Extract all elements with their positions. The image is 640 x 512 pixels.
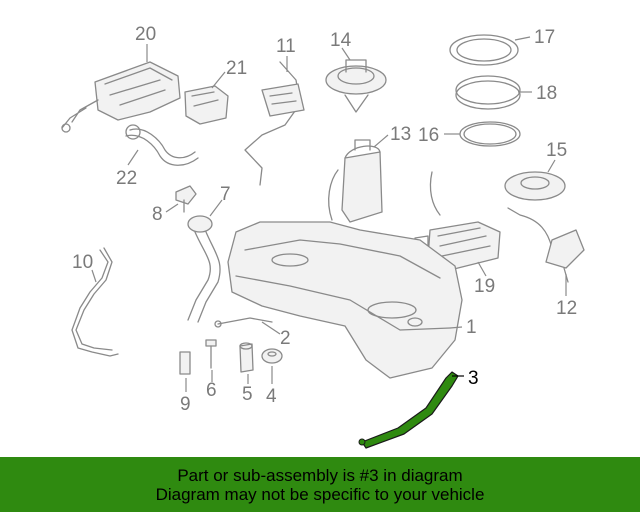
- part-4-grommet: [261, 348, 283, 364]
- part-2-strap: [214, 317, 273, 328]
- callout-3: 3: [468, 368, 479, 389]
- callout-16: 16: [418, 125, 439, 146]
- callout-10: 10: [72, 252, 93, 273]
- part-7-filler-neck: [187, 215, 221, 323]
- part-1-fuel-tank: [227, 221, 463, 379]
- callout-12: 12: [556, 298, 577, 319]
- callout-11: 11: [276, 36, 296, 57]
- part-13-pump-module: [328, 139, 383, 223]
- part-18-retainer: [455, 75, 521, 110]
- part-15-sender-flange: [504, 171, 566, 201]
- banner-line-2: Diagram may not be specific to your vehi…: [155, 484, 485, 504]
- callout-18: 18: [536, 83, 557, 104]
- part-11-bracket: [244, 61, 305, 186]
- callout-4: 4: [266, 386, 277, 407]
- part-16-seal: [459, 121, 521, 147]
- info-banner: Part or sub-assembly is #3 in diagram Di…: [0, 457, 640, 512]
- part-3-heat-shield: [358, 371, 459, 449]
- callout-15: 15: [546, 140, 567, 161]
- callout-9: 9: [180, 394, 191, 415]
- part-8-cap: [175, 185, 197, 213]
- callout-1: 1: [466, 317, 477, 338]
- part-9-pipe: [179, 351, 191, 375]
- callout-2: 2: [280, 328, 291, 349]
- part-14-flange: [325, 59, 387, 113]
- parts-diagram: 1 2 3 4 5 6 7 8 9 10 11 12 13 14 15 16 1…: [61, 24, 585, 449]
- callout-7: 7: [220, 184, 231, 205]
- callout-17: 17: [534, 27, 555, 48]
- callout-6: 6: [206, 380, 217, 401]
- part-10-vent-line: [71, 247, 119, 357]
- part-17-lock-ring: [449, 34, 519, 66]
- banner-line-1: Part or sub-assembly is #3 in diagram: [177, 465, 463, 485]
- callout-8: 8: [152, 204, 163, 225]
- part-5-bushing: [239, 342, 254, 373]
- callout-20: 20: [135, 24, 156, 45]
- callout-22: 22: [116, 168, 137, 189]
- callout-21: 21: [226, 58, 247, 79]
- part-20-canister: [61, 61, 181, 133]
- part-12-level-sensor: [507, 207, 585, 283]
- callout-5: 5: [242, 384, 253, 405]
- callout-19: 19: [474, 276, 495, 297]
- part-21-valve: [184, 85, 229, 125]
- callout-14: 14: [330, 30, 352, 51]
- part-22-hose: [125, 124, 199, 166]
- part-6-bolt: [205, 339, 217, 369]
- callout-13: 13: [390, 124, 411, 145]
